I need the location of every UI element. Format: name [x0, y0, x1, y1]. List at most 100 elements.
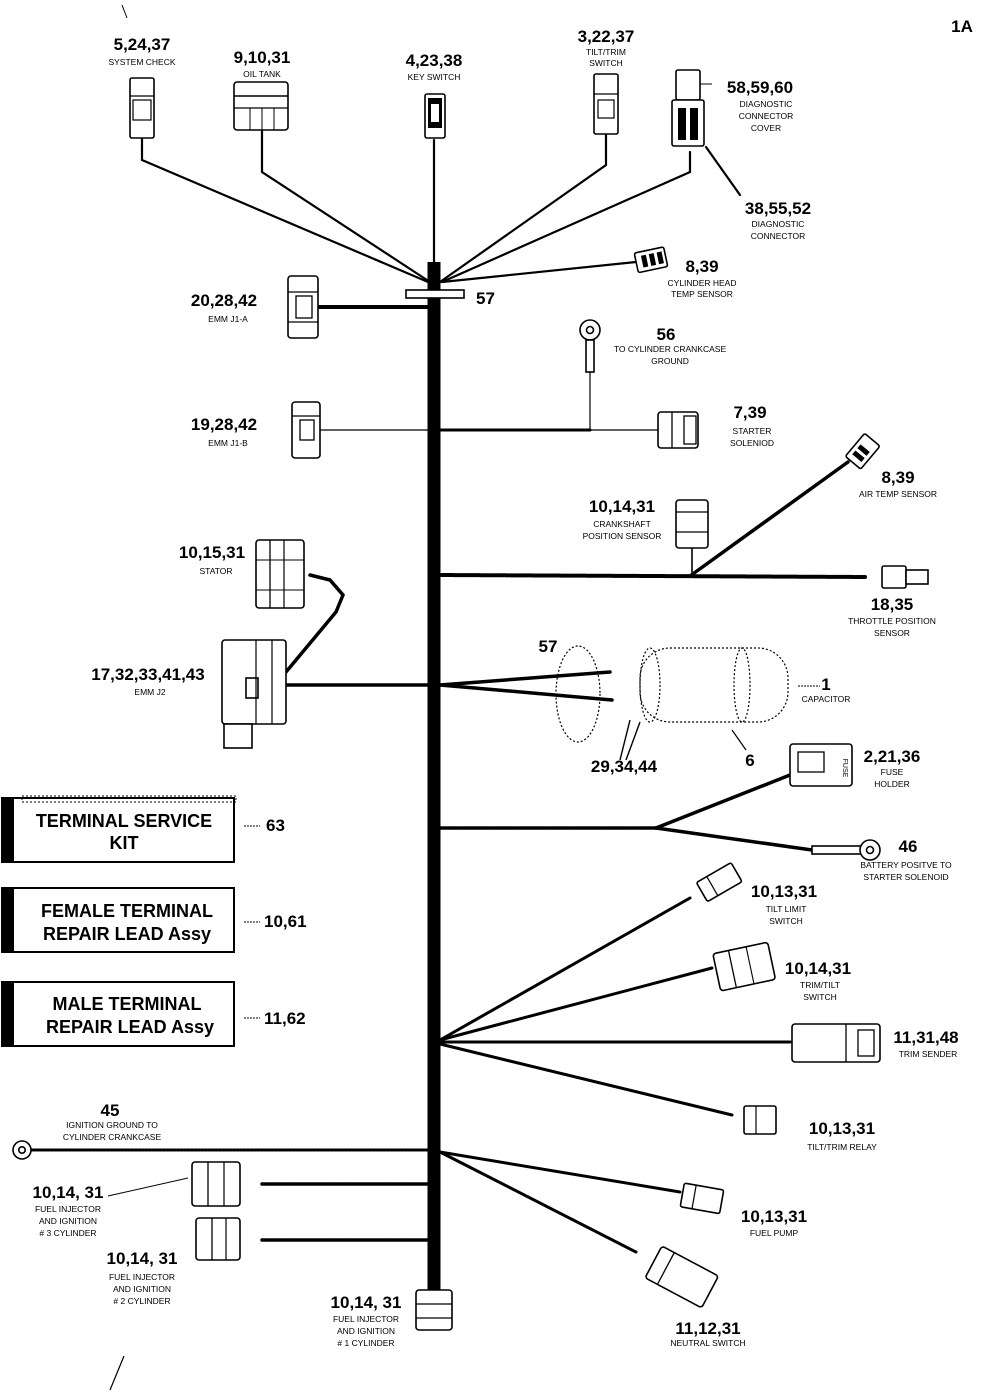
wire-fuel-pump [438, 1150, 682, 1194]
label-ref: 58,59,60 [727, 78, 793, 97]
label-name: GROUND [651, 356, 689, 366]
label-name: SOLENIOD [730, 438, 774, 448]
label-ref: 11,12,31 [675, 1319, 740, 1338]
cyl-head-temp-connector [633, 246, 669, 274]
capacitor [555, 645, 789, 743]
crankshaft-sensor [675, 499, 709, 549]
label-name: SENSOR [874, 628, 910, 638]
label-ref: 18,35 [871, 595, 914, 614]
trim-sender-connector [791, 1023, 881, 1063]
label-name: OIL TANK [243, 69, 281, 79]
label-name: TRIM SENDER [899, 1049, 958, 1059]
kit-female-terminal: FEMALE TERMINAL REPAIR LEAD Assy 10,61 [1, 887, 307, 953]
label-name: TRIM/TILT [800, 980, 840, 990]
label-name: CYLINDER CRANKCASE [63, 1132, 162, 1142]
label-ref: 57 [539, 637, 558, 656]
emm-j1b-connector [291, 401, 321, 459]
label-name: TEMP SENSOR [671, 289, 733, 299]
trim-tilt-switch-connector [712, 941, 776, 992]
label-name: CONNECTOR [751, 231, 806, 241]
kit-terminal-service: TERMINAL SERVICE KIT 63 [1, 795, 285, 863]
label-ref: 10,14,31 [785, 959, 851, 978]
label-ref: 20,28,42 [191, 291, 257, 310]
label-name: FUEL INJECTOR [109, 1272, 175, 1282]
label-ref: 10,15,31 [179, 543, 245, 562]
label-ref: 10,14, 31 [331, 1293, 402, 1312]
label-ref: 46 [899, 837, 918, 856]
label-name: BATTERY POSITVE TO [860, 860, 952, 870]
label-name: AND IGNITION [337, 1326, 395, 1336]
wire-throttle-main [438, 573, 867, 579]
labels: 5,24,37 SYSTEM CHECK 9,10,31 OIL TANK 4,… [33, 27, 959, 1348]
stator-connector [255, 539, 305, 609]
kit-3-line-2: REPAIR LEAD Assy [46, 1017, 214, 1037]
label-ref: 1 [821, 675, 830, 694]
label-name: STARTER [733, 426, 772, 436]
label-name: EMM J1-B [208, 438, 248, 448]
label-name: CRANKSHAFT [593, 519, 651, 529]
label-name: DIAGNOSTIC [752, 219, 805, 229]
tilt-limit-connector [696, 862, 743, 902]
label-ref: 10,13,31 [751, 882, 817, 901]
label-name: CYLINDER HEAD [668, 278, 737, 288]
label-name: # 2 CYLINDER [113, 1296, 170, 1306]
label-name: STATOR [199, 566, 232, 576]
label-name: CONNECTOR [739, 111, 794, 121]
label-name: SWITCH [589, 58, 623, 68]
label-name: SYSTEM CHECK [108, 57, 175, 67]
label-name: COVER [751, 123, 781, 133]
label-ref: 19,28,42 [191, 415, 257, 434]
label-name: DIAGNOSTIC [740, 99, 793, 109]
kit-2-line-2: REPAIR LEAD Assy [43, 924, 211, 944]
label-name: NEUTRAL SWITCH [670, 1338, 745, 1348]
air-temp-connector [845, 433, 880, 470]
kit-3-ref: 11,62 [264, 1009, 306, 1028]
label-name: TILT/TRIM RELAY [807, 1142, 877, 1152]
key-switch-connector [424, 93, 446, 139]
label-name: EMM J1-A [208, 314, 248, 324]
label-ref: 3,22,37 [578, 27, 635, 46]
system-check-connector [129, 77, 155, 139]
wire-capacitor-2 [438, 683, 614, 702]
label-ref: 8,39 [881, 468, 914, 487]
fuel-pump-connector [679, 1182, 725, 1215]
wire-system-check [140, 136, 430, 284]
wire-tilt-trim-relay [438, 1042, 734, 1117]
label-ref: 56 [657, 325, 676, 344]
kit-3-line-1: MALE TERMINAL [53, 994, 202, 1014]
label-name: EMM J2 [134, 687, 165, 697]
injector-1-connector [415, 1289, 453, 1331]
crankcase-ground-ring [579, 319, 601, 373]
kit-2-ref: 10,61 [264, 912, 307, 931]
tilt-trim-switch-connector [593, 73, 619, 135]
wire-tilt-limit [438, 896, 692, 1042]
label-name: FUEL INJECTOR [333, 1314, 399, 1324]
wire-diag-connector-leader [704, 145, 742, 197]
page-label: 1A [951, 17, 973, 36]
starter-solenoid-connector [657, 411, 699, 449]
label-name: FUEL INJECTOR [35, 1204, 101, 1214]
label-ref: 10,14, 31 [33, 1183, 104, 1202]
label-ref: 17,32,33,41,43 [91, 665, 204, 684]
label-ref: 45 [101, 1101, 120, 1120]
label-name: AND IGNITION [113, 1284, 171, 1294]
label-name: SWITCH [769, 916, 803, 926]
label-name: CAPACITOR [802, 694, 851, 704]
label-name: TILT LIMIT [766, 904, 807, 914]
label-ref: 2,21,36 [864, 747, 921, 766]
label-ref: 10,14, 31 [107, 1249, 178, 1268]
label-name: TO CYLINDER CRANKCASE [614, 344, 727, 354]
wire-battery-positive [654, 826, 814, 852]
emm-j1a-connector [287, 275, 319, 339]
wire-diag-cover [440, 150, 692, 284]
wire-capacitor-1 [438, 670, 612, 687]
label-ref: 10,13,31 [741, 1207, 807, 1226]
label-name: POSITION SENSOR [583, 531, 662, 541]
label-ref: 6 [745, 751, 754, 770]
label-name: # 3 CYLINDER [39, 1228, 96, 1238]
wire-stator [284, 573, 346, 674]
label-name: FUEL PUMP [750, 1228, 799, 1238]
label-ref: 11,31,48 [893, 1028, 958, 1047]
emm-j2-connector [221, 639, 287, 749]
